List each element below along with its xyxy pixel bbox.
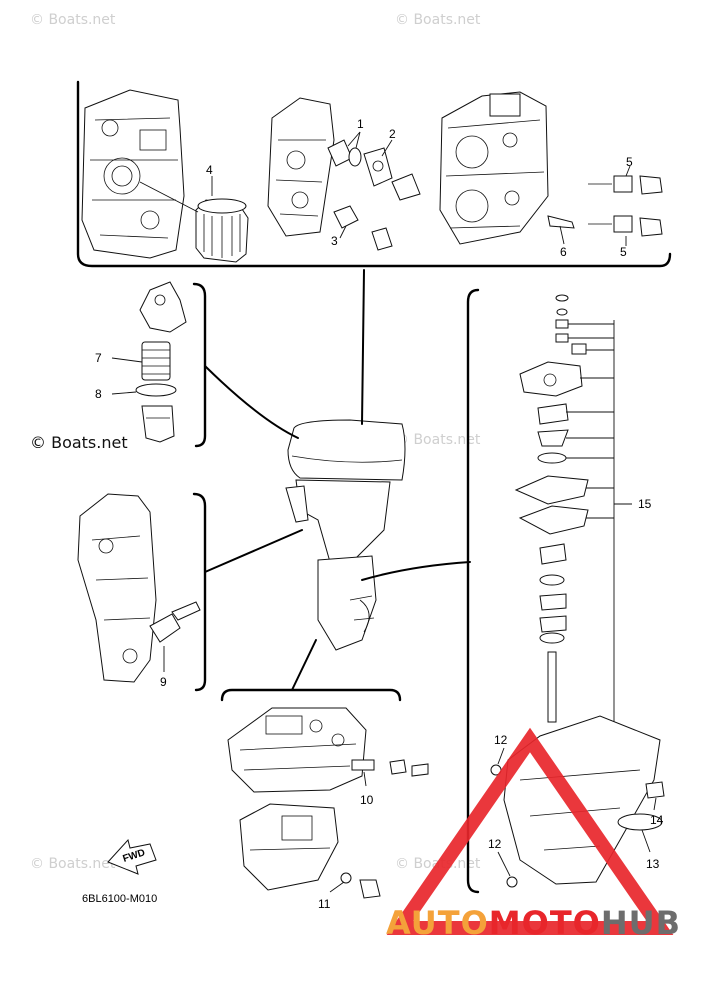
callout-12: 12 [488, 837, 502, 851]
callout-3: 3 [331, 234, 338, 248]
clamp-bracket-group: 9 [77, 492, 207, 692]
callout-9: 9 [160, 675, 167, 689]
fuel-filter-group: 7 8 [95, 281, 207, 448]
callout-7: 7 [95, 351, 102, 365]
automotohub-logo: AUTOMOTOHUB [386, 727, 681, 942]
crankcase-drawing [81, 89, 185, 259]
callout-5: 5 [620, 245, 627, 259]
fwd-arrow-icon: FWD [107, 838, 157, 875]
bracket-right [466, 288, 480, 894]
oil-filter-part: 4 [139, 163, 249, 263]
watermark: © Boats.net [30, 12, 116, 28]
callout-4: 4 [206, 163, 213, 177]
logo-wordmark: AUTOMOTOHUB [386, 904, 681, 942]
callout-1: 1 [357, 117, 364, 131]
callout-14: 14 [650, 813, 664, 827]
watermark: © Boats.net [30, 856, 116, 872]
callout-15: 15 [638, 497, 652, 511]
bracket-fuel [192, 282, 207, 448]
callout-8: 8 [95, 387, 102, 401]
outboard-motor-drawing [204, 269, 471, 691]
logo-part-hub: HUB [601, 904, 681, 942]
watermark: © Boats.net [395, 12, 481, 28]
oil-pan-group: 10 11 [220, 688, 429, 911]
bracket-bottom [220, 688, 402, 702]
logo-part-auto: AUTO [386, 904, 489, 942]
callout-5: 5 [626, 155, 633, 169]
callout-12: 12 [494, 733, 508, 747]
callout-10: 10 [360, 793, 374, 807]
callout-13: 13 [646, 857, 660, 871]
bracket-top [76, 80, 672, 268]
cylinder-head-drawing: 1 2 3 [267, 97, 421, 251]
warning-triangle-icon [386, 727, 674, 935]
diagram-code: 6BL6100-M010 [82, 893, 157, 905]
powerhead-group: 4 1 2 3 [76, 80, 672, 268]
watermark-layer: © Boats.net © Boats.net © Boats.net © Bo… [30, 12, 481, 872]
logo-part-moto: MOTO [489, 904, 601, 942]
callout-2: 2 [389, 127, 396, 141]
watermark: © Boats.net [395, 432, 481, 448]
callout-11: 11 [318, 897, 331, 911]
callout-6: 6 [560, 245, 567, 259]
watermark-main: © Boats.net [30, 433, 128, 452]
bracket-clamp [192, 492, 207, 692]
cylinder-block-drawing: 5 5 6 [439, 91, 663, 259]
